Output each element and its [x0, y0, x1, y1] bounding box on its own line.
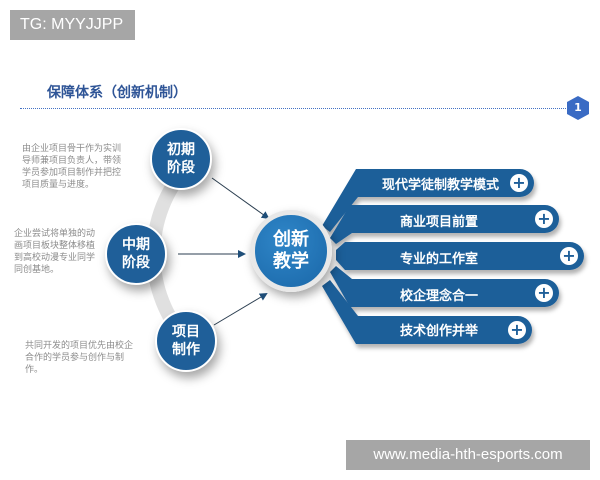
plus-icon[interactable]: +	[560, 247, 578, 265]
branch-label-1: 现代学徒制教学模式	[382, 178, 500, 193]
stage-initial-description: 由企业项目骨干作为实训导师兼项目负责人，带领学员参加项目制作并把控项目质量与进度…	[22, 144, 122, 190]
stage-project: 项目 制作	[155, 310, 217, 372]
banner-shape-5	[322, 280, 532, 344]
stage-middle: 中期 阶段	[105, 223, 167, 285]
watermark-top: TG: MYYJJPP	[10, 10, 135, 40]
banner-shape-3	[336, 242, 584, 270]
branch-label-3: 专业的工作室	[400, 252, 479, 267]
banner-shape-2	[330, 205, 559, 244]
branch-label-2: 商业项目前置	[400, 215, 479, 230]
arrow-initial	[211, 177, 270, 220]
banner-shape-4	[330, 266, 559, 307]
watermark-bottom: www.media-hth-esports.com	[346, 440, 590, 470]
page-number-badge: 1	[565, 95, 591, 121]
branch-label-4: 校企理念合一	[400, 289, 479, 304]
page-number: 1	[574, 101, 582, 114]
hexagon-icon	[567, 96, 589, 120]
branch-label-5: 技术创作并举	[400, 324, 479, 339]
stage-initial: 初期 阶段	[150, 128, 212, 190]
plus-icon[interactable]: +	[535, 284, 553, 302]
plus-icon[interactable]: +	[508, 321, 526, 339]
stage-project-description: 共同开发的项目优先由校企合作的学员参与创作与制作。	[25, 341, 134, 375]
plus-icon[interactable]: +	[510, 174, 528, 192]
plus-icon[interactable]: +	[535, 210, 553, 228]
stage-middle-description: 企业尝试将单独的动画项目板块整体移植到高校动漫专业同学同创基地。	[14, 229, 96, 275]
center-node: 创新 教学	[250, 210, 332, 292]
arrow-project	[213, 292, 268, 326]
banner-shape-1	[322, 169, 534, 232]
section-title: 保障体系（创新机制）	[47, 85, 187, 101]
title-divider	[20, 108, 568, 109]
